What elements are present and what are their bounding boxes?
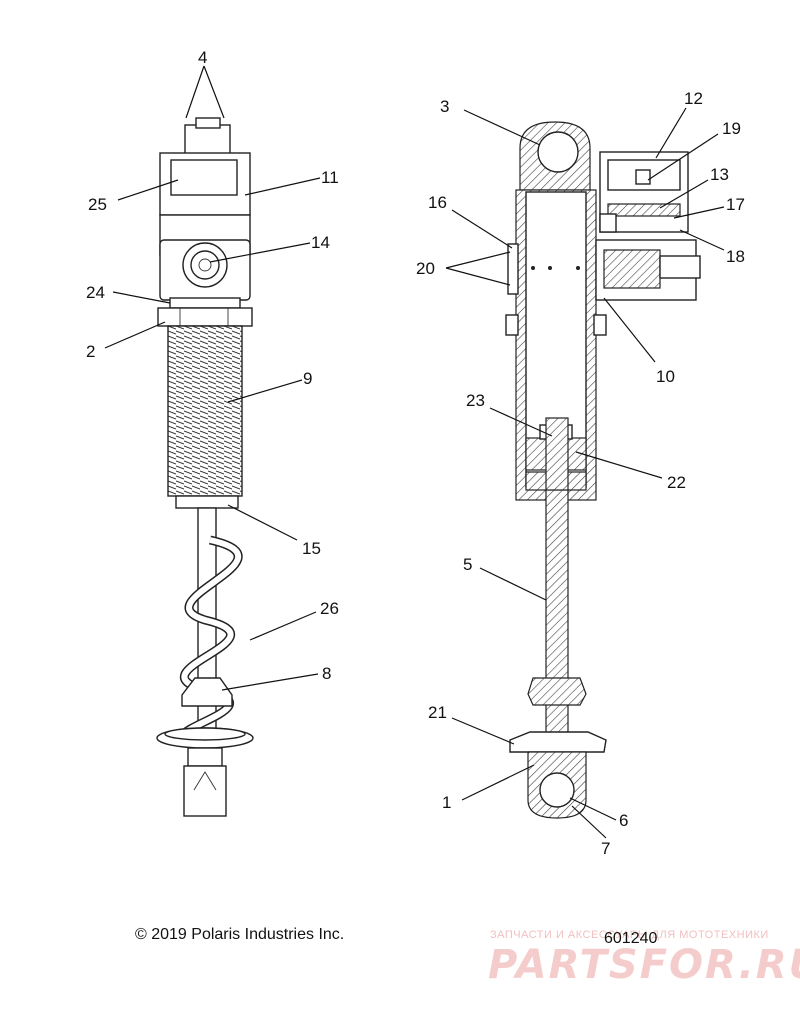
callout-7: 7 — [601, 839, 610, 858]
callout-8: 8 — [322, 664, 331, 683]
side-clip-left — [505, 314, 519, 336]
callout-5: 5 — [463, 555, 472, 574]
rod-bump-stop — [527, 677, 587, 706]
leader-21 — [451, 717, 515, 745]
fitting-16 — [507, 243, 519, 295]
callout-17: 17 — [726, 195, 745, 214]
lower-eyelet-bore — [539, 772, 575, 808]
label-plate — [170, 159, 238, 196]
side-clip-right — [593, 314, 607, 336]
piston-rod — [545, 489, 569, 761]
leader-20b — [445, 267, 511, 286]
leader-18 — [679, 229, 725, 251]
leader-6 — [569, 797, 617, 821]
leader-17 — [673, 206, 725, 219]
callout-21: 21 — [428, 703, 447, 722]
callout-24: 24 — [86, 283, 105, 302]
left-shock-assembly — [156, 117, 254, 817]
leader-20a — [445, 251, 511, 269]
leader-2 — [104, 321, 166, 349]
coil-spring-inner — [179, 537, 242, 748]
callout-12: 12 — [684, 89, 703, 108]
leader-16 — [451, 209, 513, 249]
callout-25: 25 — [88, 195, 107, 214]
leader-25 — [117, 179, 179, 201]
bore-port — [576, 266, 580, 270]
callout-11: 11 — [321, 168, 339, 187]
copyright-notice: © 2019 Polaris Industries Inc. — [135, 926, 345, 943]
callout-6: 6 — [619, 811, 628, 830]
diagram-number: 601240 — [604, 930, 658, 947]
leader-26 — [249, 611, 317, 641]
adjuster-knob-inner — [190, 250, 220, 280]
callout-13: 13 — [710, 165, 729, 184]
watermark-tagline: ЗАПЧАСТИ И АКСЕССУАРЫ ДЛЯ МОТОТЕХНИКИ — [490, 929, 769, 941]
leader-lines — [104, 65, 725, 839]
leader-15 — [227, 504, 298, 541]
callout-22: 22 — [667, 473, 686, 492]
leader-4a — [185, 65, 205, 119]
callout-15: 15 — [302, 539, 321, 558]
bore-port — [548, 266, 552, 270]
valve-fitting-18 — [659, 255, 701, 279]
leader-23 — [489, 407, 553, 437]
valve-spool — [603, 249, 661, 289]
watermark-brand: PARTSFOR.RU — [488, 942, 800, 988]
leader-1 — [461, 764, 535, 801]
top-mount-cap — [195, 117, 221, 129]
leader-19 — [647, 133, 719, 181]
spring-retainer-top — [164, 727, 246, 741]
leader-14 — [209, 242, 311, 263]
top-mount-part — [184, 124, 231, 156]
callout-3: 3 — [440, 97, 449, 116]
top-eyelet-bore — [537, 131, 579, 173]
leader-9 — [227, 379, 303, 403]
leader-8 — [221, 673, 319, 691]
shim-13 — [607, 203, 681, 217]
bore-port — [531, 266, 535, 270]
spring-collar-2 — [157, 307, 253, 327]
lower-mount-neck — [187, 747, 223, 767]
leader-4b — [203, 65, 225, 119]
lower-cup-21 — [509, 731, 607, 753]
callout-2: 2 — [86, 342, 95, 361]
callout-1: 1 — [442, 793, 451, 812]
ring-24 — [169, 297, 241, 309]
leader-5 — [479, 567, 547, 601]
piston-rod-upper — [545, 417, 569, 491]
leader-7 — [571, 805, 607, 839]
callout-10: 10 — [656, 367, 675, 386]
lower-mount — [183, 765, 227, 817]
callout-23: 23 — [466, 391, 485, 410]
callout-20: 20 — [416, 259, 435, 278]
leader-13 — [659, 179, 709, 209]
right-shock-assembly — [505, 121, 701, 819]
threaded-body — [167, 325, 243, 497]
callout-4: 4 — [198, 48, 207, 67]
adjuster-knob-center — [198, 258, 212, 272]
leader-11 — [244, 177, 321, 196]
callout-numbers: 4 25 11 14 24 2 9 15 26 8 3 12 19 13 16 … — [86, 48, 745, 858]
bump-stop — [181, 677, 233, 707]
callout-14: 14 — [311, 233, 330, 252]
leader-10 — [603, 297, 656, 363]
callout-26: 26 — [320, 599, 339, 618]
leader-24 — [112, 291, 171, 304]
body-cap-15 — [175, 495, 239, 509]
lower-mount-detail — [193, 771, 217, 791]
callout-16: 16 — [428, 193, 447, 212]
callout-19: 19 — [722, 119, 741, 138]
callout-9: 9 — [303, 369, 312, 388]
leader-3 — [463, 109, 541, 146]
leader-22 — [575, 451, 663, 479]
seal-17 — [599, 213, 617, 233]
adjuster-screw-19 — [635, 169, 651, 185]
leader-12 — [655, 107, 687, 159]
callout-18: 18 — [726, 247, 745, 266]
